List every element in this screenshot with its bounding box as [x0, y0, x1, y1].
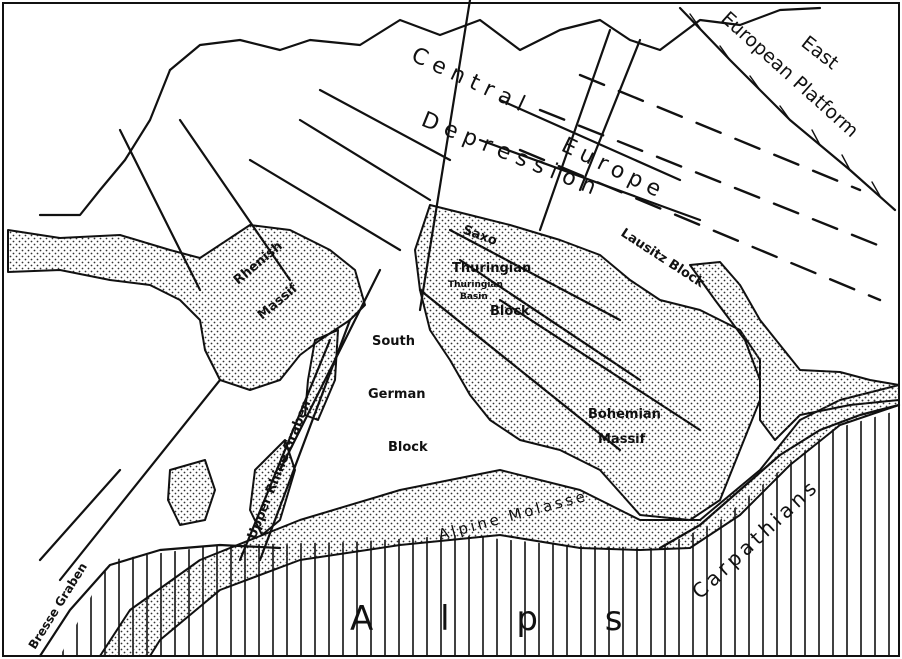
depression-dash-3	[578, 73, 862, 192]
label-thuringian-block: Block	[490, 304, 530, 319]
coast-west	[38, 68, 172, 217]
rhenish-massif	[7, 224, 366, 391]
label-german: German	[368, 387, 425, 402]
platform-ticks	[689, 13, 881, 197]
label-thuringian: Thuringian	[452, 261, 531, 276]
alps-zone	[60, 410, 899, 656]
label-european-platform: European Platform	[717, 7, 863, 142]
depression-dash-1	[518, 148, 882, 302]
label-thuringian-basin-1: Thuringian	[448, 280, 503, 290]
graben-stipple	[304, 329, 339, 421]
depression-dash-2	[538, 108, 892, 252]
label-bohemian: Bohemian	[588, 407, 661, 422]
lausitz-stipple	[689, 261, 900, 441]
label-south: South	[372, 334, 415, 349]
coastline	[168, 6, 822, 72]
label-thuringian-basin-2: Basin	[460, 292, 488, 302]
fault-lines	[38, 0, 702, 582]
label-south-block: Block	[388, 440, 428, 455]
vosges-stipple	[167, 459, 216, 526]
carpathian-front	[658, 403, 901, 550]
bohemian-massif	[414, 204, 761, 521]
label-bohemian-massif: Massif	[598, 432, 646, 447]
label-east: East	[797, 32, 843, 75]
label-alps: A l p s	[350, 599, 650, 639]
alpine-front	[38, 543, 282, 658]
